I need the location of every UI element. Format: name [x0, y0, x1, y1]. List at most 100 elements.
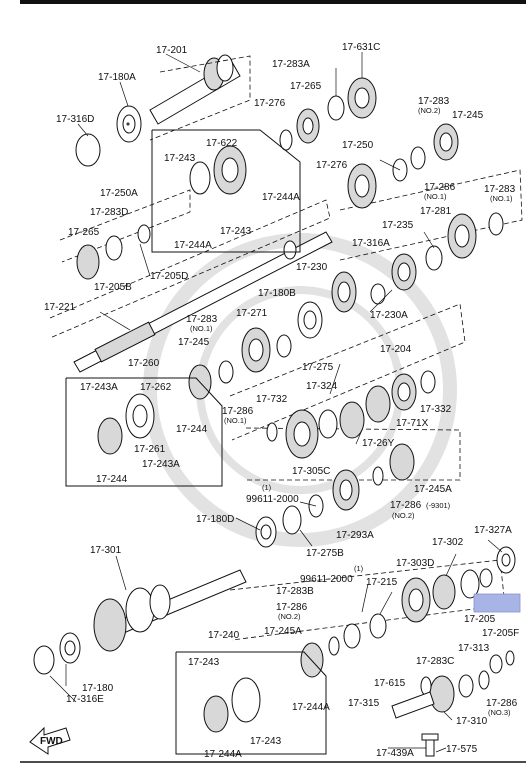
label-17-230A[interactable]: 17-230A	[370, 310, 408, 321]
label-17-615[interactable]: 17-615	[374, 678, 406, 689]
label-17-244-b[interactable]: 17-244	[96, 474, 128, 485]
label-17-180D[interactable]: 17-180D	[196, 514, 234, 525]
label-99611-b[interactable]: 99611-2000	[300, 574, 353, 585]
label-17-243-b[interactable]: 17-243	[220, 226, 252, 237]
label-17-622[interactable]: 17-622	[206, 138, 238, 149]
label-17-205B[interactable]: 17-205B	[94, 282, 132, 293]
ring-17-286-no2-mid[interactable]	[372, 466, 384, 486]
label-17-631C[interactable]: 17-631C	[342, 42, 380, 53]
label-17-204[interactable]: 17-204	[380, 344, 412, 355]
label-17-180[interactable]: 17-180	[82, 683, 114, 694]
label-17-180B[interactable]: 17-180B	[258, 288, 296, 299]
label-17-575[interactable]: 17-575	[446, 744, 478, 755]
bearing-17-180B[interactable]	[297, 301, 323, 339]
bearing-17-205B[interactable]	[105, 235, 123, 261]
label-17-243-c[interactable]: 17-243	[188, 657, 220, 668]
ring-17-276[interactable]	[279, 129, 293, 151]
nut-17-327A[interactable]	[496, 546, 516, 574]
ring-17-286-no2-low[interactable]	[328, 636, 340, 656]
label-17-286-no2-low[interactable]: 17-286	[276, 602, 308, 613]
label-17-283C[interactable]: 17-283C	[416, 656, 454, 667]
gear-17-245-top[interactable]	[433, 123, 459, 161]
bearing-17-275B[interactable]	[282, 505, 302, 535]
label-17-26Y[interactable]: 17-26Y	[362, 438, 395, 449]
gear-17-265-left[interactable]	[76, 244, 100, 280]
label-17-281[interactable]: 17-281	[420, 206, 452, 217]
label-17-313[interactable]: 17-313	[458, 643, 490, 654]
collar-17-275[interactable]	[276, 334, 292, 358]
gear-17-245A-mid[interactable]	[389, 443, 415, 481]
label-17-235[interactable]: 17-235	[382, 220, 414, 231]
label-17-327A[interactable]: 17-327A	[474, 525, 512, 536]
label-17-244A-b[interactable]: 17-244A	[174, 240, 212, 251]
label-17-245-mid[interactable]: 17-245	[178, 337, 210, 348]
label-17-250[interactable]: 17-250	[342, 140, 374, 151]
output-shaft-17-301[interactable]	[93, 569, 247, 652]
label-17-332[interactable]: 17-332	[420, 404, 452, 415]
ring-17-332[interactable]	[420, 370, 436, 394]
label-17-244A-d[interactable]: 17-244A	[204, 749, 242, 760]
bearing-17-283-no1-right[interactable]	[488, 212, 504, 236]
bearing-17-313[interactable]	[489, 654, 503, 674]
label-17-205F[interactable]: 17-205F	[482, 628, 519, 639]
gear-17-71X[interactable]	[365, 385, 391, 423]
label-17-310[interactable]: 17-310	[456, 716, 488, 727]
gear-17-230A[interactable]	[391, 253, 417, 291]
label-17-324[interactable]: 17-324	[306, 381, 338, 392]
gear-17-204[interactable]	[391, 373, 417, 411]
label-17-283-no1-mid[interactable]: 17-283	[186, 314, 218, 325]
label-17-316E[interactable]: 17-316E	[66, 694, 104, 705]
collar-17-215[interactable]	[369, 613, 387, 639]
ring-17-316E[interactable]	[33, 645, 55, 675]
label-17-283A[interactable]: 17-283A	[272, 59, 310, 70]
label-99611-a[interactable]: 99611-2000	[246, 494, 299, 505]
ring-17-205F[interactable]	[505, 650, 515, 666]
label-17-205[interactable]: 17-205	[464, 614, 496, 625]
label-17-271[interactable]: 17-271	[236, 308, 268, 319]
label-17-276-b[interactable]: 17-276	[316, 160, 348, 171]
selection-highlight[interactable]	[473, 593, 521, 613]
ring-17-205D[interactable]	[137, 224, 151, 244]
label-17-243-d[interactable]: 17-243	[250, 736, 282, 747]
label-17-293A[interactable]: 17-293A	[336, 530, 374, 541]
label-17-244A-c[interactable]: 17-244A	[292, 702, 330, 713]
label-17-265-left[interactable]: 17-265	[68, 227, 100, 238]
label-17-244A-a[interactable]: 17-244A	[262, 192, 300, 203]
label-17-275[interactable]: 17-275	[302, 362, 334, 373]
gear-17-265-top[interactable]	[296, 108, 320, 144]
gear-17-310[interactable]	[429, 675, 455, 713]
gear-17-271[interactable]	[241, 327, 271, 373]
label-17-250A[interactable]: 17-250A	[100, 188, 138, 199]
bearing-17-283C[interactable]	[458, 674, 474, 698]
label-17-260[interactable]: 17-260	[128, 358, 160, 369]
label-17-316D[interactable]: 17-316D	[56, 114, 94, 125]
bearing-17-205[interactable]	[460, 568, 493, 599]
bearing-17-180D[interactable]	[255, 516, 277, 548]
bolt-17-575[interactable]	[421, 733, 439, 757]
main-shaft-17-221[interactable]	[73, 231, 333, 373]
label-17-286-no3[interactable]: 17-286	[486, 698, 518, 709]
label-17-305C[interactable]: 17-305C	[292, 466, 330, 477]
ring-17-316D[interactable]	[75, 133, 101, 167]
label-17-240[interactable]: 17-240	[208, 630, 240, 641]
ring-17-286-no1-mid[interactable]	[266, 422, 278, 442]
label-17-732[interactable]: 17-732	[256, 394, 288, 405]
bearing-17-283-no2-top[interactable]	[410, 146, 426, 170]
label-17-286-no2-mid[interactable]: 17-286	[390, 500, 422, 511]
gear-17-302[interactable]	[432, 574, 456, 610]
label-17-316A[interactable]: 17-316A	[352, 238, 390, 249]
synchro-17-262[interactable]	[125, 393, 155, 439]
label-17-283-no2-top[interactable]: 17-283	[418, 96, 450, 107]
label-17-275B[interactable]: 17-275B	[306, 548, 344, 559]
label-17-261[interactable]: 17-261	[134, 444, 166, 455]
label-17-315[interactable]: 17-315	[348, 698, 380, 709]
label-17-221[interactable]: 17-221	[44, 302, 76, 313]
label-17-230[interactable]: 17-230	[296, 262, 328, 273]
label-17-262[interactable]: 17-262	[140, 382, 172, 393]
label-17-201[interactable]: 17-201	[156, 45, 188, 56]
label-17-283D[interactable]: 17-283D	[90, 207, 128, 218]
label-17-243-a[interactable]: 17-243	[164, 153, 196, 164]
gear-17-631C[interactable]	[347, 77, 377, 119]
label-17-205D[interactable]: 17-205D	[150, 271, 188, 282]
gear-17-303D[interactable]	[401, 577, 431, 623]
